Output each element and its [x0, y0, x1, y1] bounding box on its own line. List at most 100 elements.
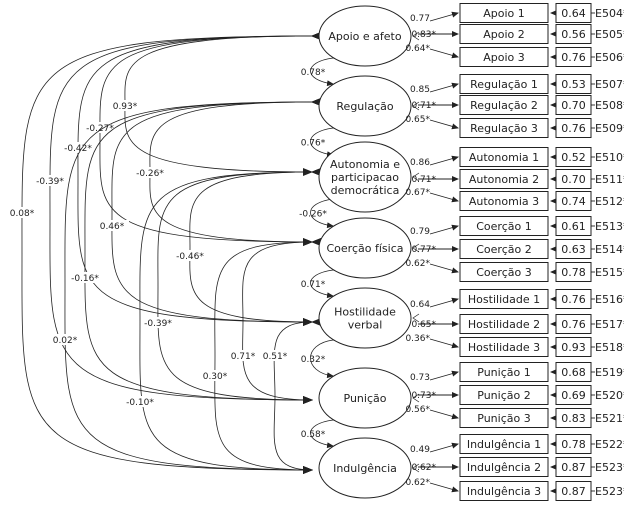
- error-label: E512*: [595, 195, 624, 208]
- error-variance: 0.68: [561, 366, 586, 379]
- indicator-label: Autonomia 3: [469, 195, 539, 208]
- loading-label: 0.62*: [405, 478, 430, 488]
- indicator-box: [459, 385, 549, 405]
- correlation-label: -0.10*: [126, 398, 154, 408]
- correlation-label: 0.71*: [231, 352, 256, 362]
- indicator-box: [459, 289, 549, 309]
- indicator-label: Hostilidade 3: [468, 341, 540, 354]
- error-variance: 0.69: [561, 389, 586, 402]
- correlation-curve: [214, 237, 322, 474]
- loading-bracket: [412, 463, 420, 473]
- error-label: E511*: [595, 173, 624, 186]
- error-variance: 0.70: [561, 99, 586, 112]
- error-variance: 0.76: [561, 318, 586, 331]
- error-label: E508*: [595, 99, 624, 112]
- indicator-box: [459, 314, 549, 334]
- indicator-box: [459, 95, 549, 115]
- correlation-curve: [139, 167, 322, 474]
- label-background: [141, 317, 175, 328]
- indicator-label: Punição 3: [477, 412, 530, 425]
- error-variance: 0.70: [561, 173, 586, 186]
- latent-ellipse: [318, 141, 412, 213]
- error-label: E517*: [595, 318, 624, 331]
- error-variance: 0.76: [561, 51, 586, 64]
- indicator-box: [459, 169, 549, 189]
- correlation-curve: [99, 31, 322, 246]
- adjacent-correlation-label: 0.58*: [301, 430, 326, 440]
- latent-label: Punição: [344, 392, 387, 405]
- error-label: E519*: [595, 366, 624, 379]
- error-label: E515*: [595, 266, 624, 279]
- correlation-curve: [242, 237, 322, 404]
- indicator-label: Coerção 3: [476, 266, 531, 279]
- loading-arrow: [429, 442, 459, 453]
- correlation-curve: [84, 97, 322, 404]
- label-background: [61, 142, 95, 153]
- label-background: [48, 334, 82, 345]
- indicator-box: [459, 147, 549, 167]
- indicator-label: Hostilidade 1: [468, 293, 540, 306]
- correlation-label: -0.39*: [144, 319, 172, 329]
- error-variance: 0.63: [561, 243, 586, 256]
- loading-label: 0.77: [410, 14, 430, 24]
- error-variance: 0.93: [561, 341, 586, 354]
- error-label: E522*: [595, 438, 624, 451]
- latent-label: Autonomia e: [330, 158, 400, 171]
- error-label: E513*: [595, 220, 624, 233]
- correlation-label: -0.26*: [136, 169, 164, 179]
- correlation-curve: [189, 167, 322, 326]
- error-label: E504*: [595, 7, 624, 20]
- correlation-curve: [273, 317, 322, 474]
- label-background: [5, 207, 39, 218]
- indicator-box: [459, 434, 549, 454]
- correlation-label: -0.42*: [64, 144, 92, 154]
- indicator-box: [459, 408, 549, 428]
- indicator-box: [459, 24, 549, 44]
- indicator-box: [459, 47, 549, 67]
- latent-label: Coerção física: [327, 242, 404, 255]
- loading-label: 0.73*: [411, 391, 436, 401]
- loading-arrow: [429, 263, 459, 274]
- error-label: E509*: [595, 122, 624, 135]
- label-background: [33, 175, 67, 186]
- label-background: [123, 396, 157, 407]
- correlation-label: 0.93*: [113, 102, 138, 112]
- indicator-label: Apoio 2: [483, 28, 525, 41]
- correlation-curves: 0.78*0.76*-0.26*0.71*0.32*0.58*0.93*-0.2…: [5, 31, 340, 474]
- loading-label: 0.49: [410, 445, 430, 455]
- indicator-box: [459, 337, 549, 357]
- correlation-curve: [111, 97, 322, 326]
- error-label: E520*: [595, 389, 624, 402]
- indicator-label: Indulgência 3: [467, 485, 541, 498]
- latent-label: Hostilidade: [334, 306, 396, 319]
- latent-label: participacao: [331, 171, 399, 184]
- error-label: E510*: [595, 151, 624, 164]
- indicator-label: Indulgência 1: [467, 438, 541, 451]
- label-background: [133, 167, 167, 178]
- indicator-box: [459, 191, 549, 211]
- loading-arrow: [429, 224, 459, 235]
- loading-label: 0.71*: [411, 175, 436, 185]
- error-variance: 0.64: [561, 7, 586, 20]
- loading-label: 0.77*: [411, 245, 436, 255]
- loading-bracket: [412, 101, 420, 111]
- loading-bracket: [412, 172, 420, 182]
- loading-arrow: [429, 11, 459, 22]
- loading-bracket: [412, 243, 420, 253]
- indicator-label: Regulação 2: [470, 99, 538, 112]
- label-background: [226, 350, 260, 361]
- loading-arrow: [429, 409, 459, 420]
- error-label: E505*: [595, 28, 624, 41]
- latent-label: democrática: [331, 184, 400, 197]
- latent-ellipse: [318, 5, 412, 67]
- loading-label: 0.67*: [405, 188, 430, 198]
- loading-arrow: [429, 192, 459, 203]
- indicator-box: [459, 118, 549, 138]
- correlation-curve: [77, 31, 322, 326]
- loading-label: 0.65*: [411, 320, 436, 330]
- latent-ellipse: [318, 217, 412, 279]
- correlation-label: 0.30*: [203, 372, 228, 382]
- error-variance: 0.78: [561, 266, 586, 279]
